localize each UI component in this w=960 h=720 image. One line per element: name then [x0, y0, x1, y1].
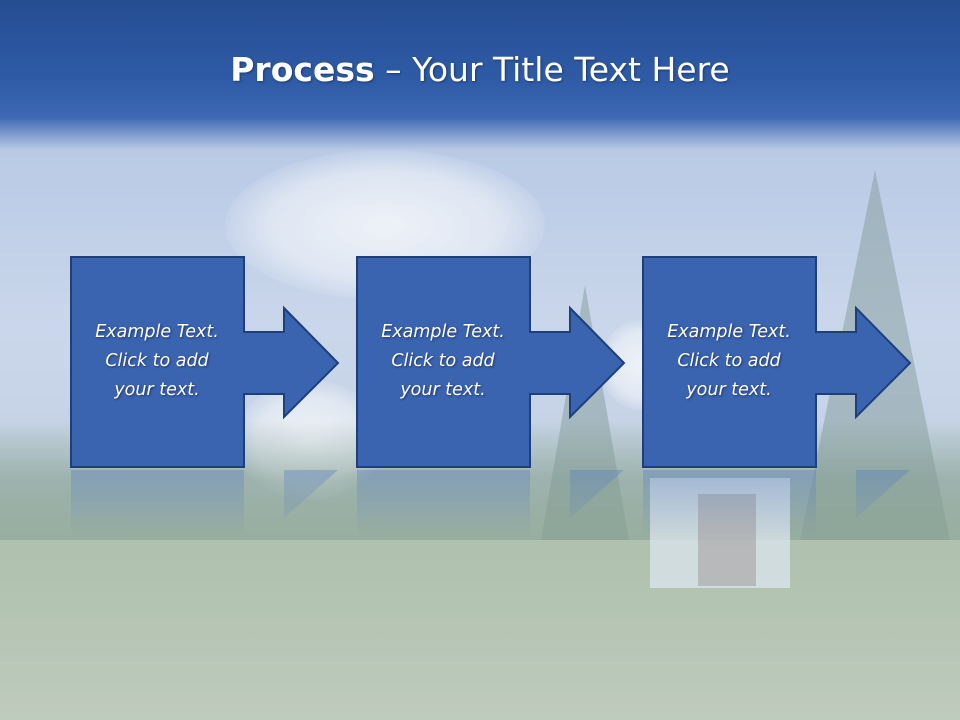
process-step-1[interactable]: Example Text. Click to add your text.	[70, 256, 342, 468]
step-reflection	[70, 470, 342, 580]
header-band: Process – Your Title Text Here	[0, 0, 960, 150]
step-text-box[interactable]: Example Text. Click to add your text.	[72, 256, 242, 466]
step-arrow-shape	[642, 256, 912, 468]
step-reflection	[356, 470, 628, 580]
step-text: Example Text. Click to add your text.	[95, 321, 219, 400]
process-step-2[interactable]: Example Text. Click to add your text.	[356, 256, 628, 468]
step-text: Example Text. Click to add your text.	[667, 321, 791, 400]
slide-title[interactable]: Process – Your Title Text Here	[0, 50, 960, 89]
step-arrow-shape	[70, 256, 340, 468]
step-reflection	[642, 470, 914, 580]
step-text-box[interactable]: Example Text. Click to add your text.	[644, 256, 814, 466]
title-rest: – Your Title Text Here	[374, 50, 730, 89]
step-text: Example Text. Click to add your text.	[381, 321, 505, 400]
step-text-box[interactable]: Example Text. Click to add your text.	[358, 256, 528, 466]
step-arrow-shape	[356, 256, 626, 468]
process-step-3[interactable]: Example Text. Click to add your text.	[642, 256, 914, 468]
title-bold: Process	[230, 50, 375, 89]
